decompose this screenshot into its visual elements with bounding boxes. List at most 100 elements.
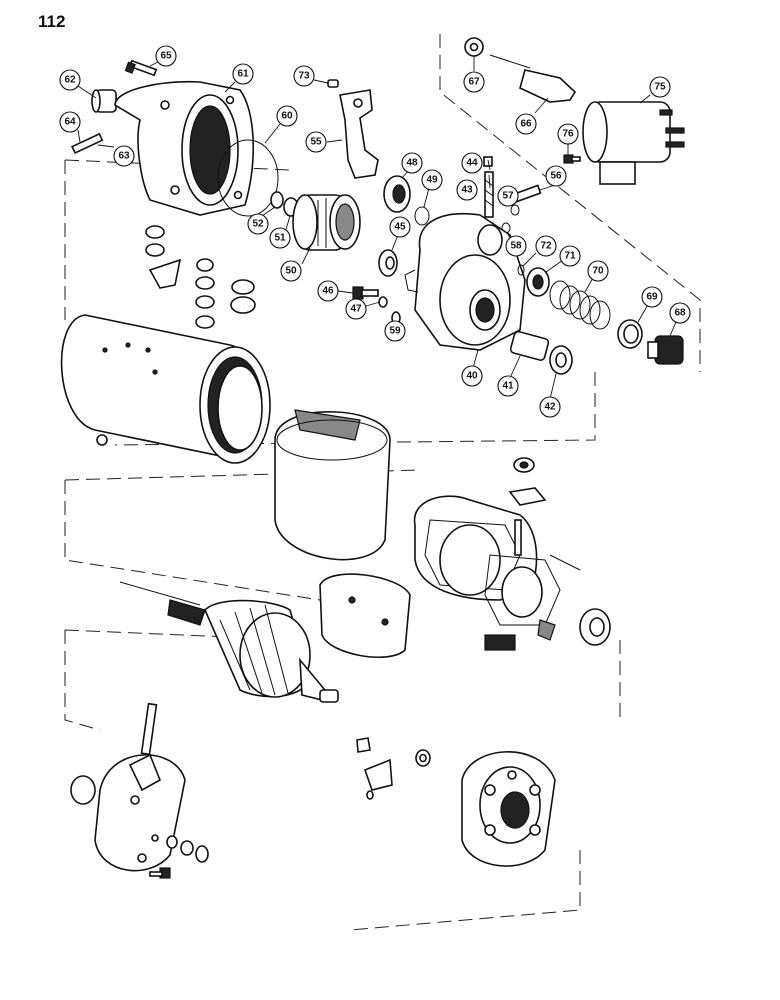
shift-lever-55: [339, 89, 379, 179]
commutator-end-frame: [461, 751, 556, 867]
callout-49: 49: [421, 169, 443, 191]
svg-text:42: 42: [544, 402, 556, 413]
callout-56: 56: [545, 165, 567, 187]
callout-69: 69: [641, 286, 663, 308]
bushing-bottom-left: [70, 775, 96, 805]
drive-housing-40: [404, 213, 526, 351]
washer-52: [270, 191, 284, 209]
svg-text:69: 69: [646, 292, 658, 303]
svg-text:61: 61: [237, 69, 249, 80]
bolt-65: [124, 59, 158, 77]
pinion-68: [647, 335, 684, 365]
svg-text:46: 46: [322, 286, 334, 297]
svg-text:45: 45: [394, 222, 406, 233]
svg-text:55: 55: [310, 137, 322, 148]
callout-43: 43: [456, 179, 478, 201]
callout-48: 48: [401, 152, 423, 174]
callout-51: 51: [269, 227, 291, 249]
callout-59: 59: [384, 320, 406, 342]
svg-text:68: 68: [674, 308, 686, 319]
bushing-62: [91, 89, 117, 113]
callout-64: 64: [59, 111, 81, 133]
callout-61: 61: [232, 63, 254, 85]
svg-text:41: 41: [502, 381, 514, 392]
callout-72: 72: [535, 235, 557, 257]
o-ring-49: [414, 206, 430, 226]
washer-67: [464, 37, 484, 57]
svg-text:56: 56: [550, 171, 562, 182]
drive-assembly-50: [292, 194, 361, 251]
washer-45: [378, 249, 398, 277]
insulator-band: [274, 409, 391, 561]
callout-47: 47: [345, 298, 367, 320]
ring-72: [517, 264, 525, 276]
callout-46: 46: [317, 280, 339, 302]
spring-70: [549, 280, 611, 330]
svg-text:62: 62: [64, 75, 76, 86]
bolt-46: [352, 286, 379, 300]
washer-71: [526, 267, 550, 297]
callout-70: 70: [587, 260, 609, 282]
bushing-right: [579, 608, 611, 646]
svg-text:58: 58: [510, 241, 522, 252]
svg-text:48: 48: [406, 158, 418, 169]
callout-58: 58: [505, 235, 527, 257]
callout-75: 75: [649, 76, 671, 98]
callout-66: 66: [515, 113, 537, 135]
screw-76: [563, 154, 581, 164]
svg-text:60: 60: [281, 111, 293, 122]
seal-69: [617, 319, 643, 349]
svg-text:44: 44: [466, 158, 478, 169]
callout-63: 63: [113, 145, 135, 167]
terminal-washer: [508, 487, 547, 506]
solenoid-75: [582, 101, 685, 185]
brush-plate: [94, 753, 186, 872]
callout-50: 50: [280, 260, 302, 282]
callout-41: 41: [497, 375, 519, 397]
terminal-nut: [513, 457, 535, 473]
callout-62: 62: [59, 69, 81, 91]
field-coils: [413, 495, 581, 641]
svg-text:49: 49: [426, 175, 438, 186]
callout-68: 68: [669, 302, 691, 324]
svg-text:59: 59: [389, 326, 401, 337]
pole-shoe: [319, 573, 411, 658]
callout-60: 60: [276, 105, 298, 127]
svg-text:76: 76: [562, 129, 574, 140]
pin-73: [327, 79, 339, 88]
svg-text:63: 63: [118, 151, 130, 162]
svg-text:65: 65: [160, 51, 172, 62]
small-washer: [415, 749, 431, 767]
callout-55: 55: [305, 131, 327, 153]
bushing-42: [549, 345, 573, 375]
callout-67: 67: [463, 71, 485, 93]
insulator-pad: [484, 634, 516, 651]
callout-40: 40: [461, 365, 483, 387]
dowel-pin: [140, 702, 158, 756]
callout-44: 44: [461, 152, 483, 174]
callouts: 65 62 61 73 67 75 64 63 60 55 66 76 48 4…: [59, 45, 691, 418]
o-ring-60: [217, 139, 279, 217]
callout-65: 65: [155, 45, 177, 67]
svg-text:47: 47: [350, 304, 362, 315]
svg-text:71: 71: [564, 251, 576, 262]
pin-64: [71, 132, 104, 155]
solenoid-group-outline: [439, 34, 701, 372]
svg-text:51: 51: [274, 233, 286, 244]
callout-42: 42: [539, 396, 561, 418]
callout-71: 71: [559, 245, 581, 267]
svg-text:64: 64: [64, 117, 76, 128]
svg-text:72: 72: [540, 241, 552, 252]
bottom-hardware: [137, 835, 209, 879]
screw-small-left: [96, 434, 108, 446]
armature: [119, 581, 339, 703]
svg-text:57: 57: [502, 191, 514, 202]
nose-housing-61: [114, 80, 255, 216]
bearing-48: [383, 175, 411, 213]
washer-47: [378, 296, 388, 308]
callout-52: 52: [247, 213, 269, 235]
shaft-43: [484, 171, 494, 218]
svg-text:40: 40: [466, 371, 478, 382]
svg-text:73: 73: [298, 71, 310, 82]
